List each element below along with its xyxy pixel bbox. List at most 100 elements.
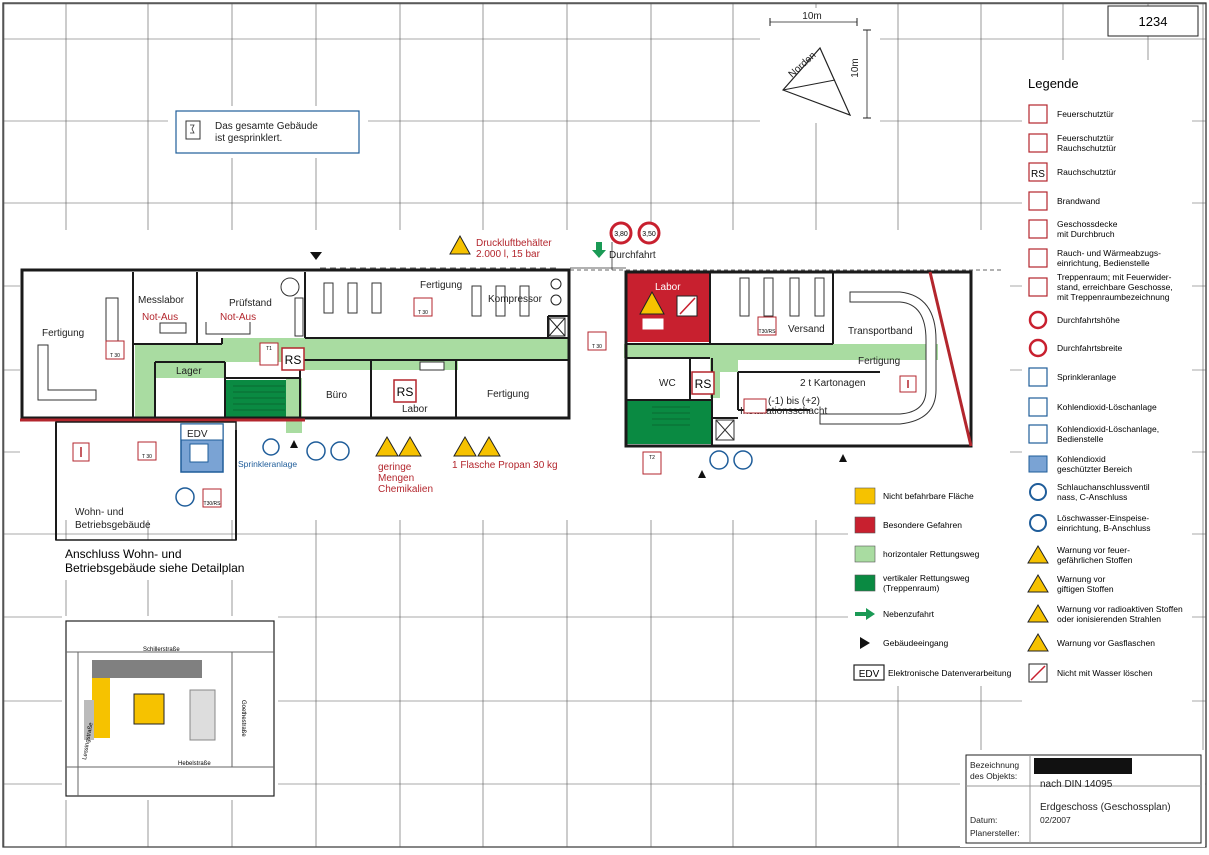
room-labor-mid: Labor bbox=[402, 404, 428, 415]
svg-text:T30/RS: T30/RS bbox=[204, 501, 222, 507]
legend-right-0-line1: Schlauchanschlussventil bbox=[1057, 482, 1150, 492]
legend-arrow-icon bbox=[855, 608, 875, 620]
legend-left-0-line1: Nicht befahrbare Fläche bbox=[883, 491, 974, 501]
legend-left-1-line1: Besondere Gefahren bbox=[883, 520, 962, 530]
wohn-line1: Wohn- und bbox=[75, 507, 124, 518]
legend-item-5: Rauch- und Wärmeabzugs-einrichtung, Bedi… bbox=[1028, 248, 1161, 268]
legend-right-2-line2: gefährlichen Stoffen bbox=[1057, 555, 1133, 565]
room-lager: Lager bbox=[176, 366, 202, 377]
svg-text:RS: RS bbox=[695, 377, 712, 391]
legend-edv-text: EDV bbox=[859, 669, 880, 680]
chem-line1: geringe bbox=[378, 462, 412, 473]
legend-door-icon bbox=[1028, 219, 1048, 239]
room-versand: Versand bbox=[788, 324, 825, 335]
legend-left-item-3: vertikaler Rettungsweg(Treppenraum) bbox=[854, 573, 970, 593]
legend-sign-icon bbox=[1028, 310, 1048, 330]
annex-line2: Betriebsgebäude siehe Detailplan bbox=[65, 561, 244, 575]
legend-left-item-2: horizontaler Rettungsweg bbox=[854, 545, 980, 563]
svg-text:T1: T1 bbox=[266, 346, 272, 352]
legend-item-10: Kohlendioxid-Löschanlage bbox=[1028, 397, 1157, 417]
annex-line1: Anschluss Wohn- und bbox=[65, 547, 182, 561]
legend-right-6-line1: Nicht mit Wasser löschen bbox=[1057, 668, 1153, 678]
legend-item-6-line3: mit Treppenraumbezeichnung bbox=[1057, 292, 1170, 302]
room-messlabor: Messlabor bbox=[138, 295, 185, 306]
room-wc: WC bbox=[659, 378, 676, 389]
legend-item-7: Durchfahrtshöhe bbox=[1028, 310, 1120, 330]
legend-item-6-line2: stand, erreichbare Geschosse, bbox=[1057, 282, 1173, 292]
legend-item-12-line1: Kohlendioxid bbox=[1057, 454, 1106, 464]
north-arrow-icon bbox=[781, 46, 852, 117]
legend-left-item-5: Gebäudeeingang bbox=[860, 637, 949, 649]
legend-rs-icon bbox=[1028, 162, 1048, 182]
room-fertigung-center: Fertigung bbox=[487, 389, 529, 400]
room-kompressor: Kompressor bbox=[488, 294, 543, 305]
legend-item-11: Kohlendioxid-Löschanlage,Bedienstelle bbox=[1028, 424, 1159, 444]
druckluft-line2: 2.000 l, 15 bar bbox=[476, 249, 541, 260]
legend-item-0: Feuerschutztür bbox=[1028, 104, 1114, 124]
legend-item-4-line2: mit Durchbruch bbox=[1057, 229, 1115, 239]
svg-text:T2: T2 bbox=[649, 455, 655, 461]
sprinkler-note-line1: Das gesamte Gebäude bbox=[215, 121, 318, 132]
shaft-line1: (-1) bis (+2) bbox=[768, 396, 820, 407]
tb-floor: Erdgeschoss (Geschossplan) bbox=[1040, 802, 1171, 813]
room-fertigung-mid: Fertigung bbox=[420, 280, 462, 291]
not-aus-2: Not-Aus bbox=[220, 312, 256, 323]
legend-door-icon bbox=[1028, 191, 1048, 211]
legend-warning-icon bbox=[1027, 574, 1049, 593]
sprinkler-note-box bbox=[175, 110, 360, 154]
passage-limit-signs: 3,80 3,50 bbox=[609, 221, 661, 245]
room-kartonagen: 2 t Kartonagen bbox=[800, 378, 866, 389]
legend-item-8-line1: Durchfahrtsbreite bbox=[1057, 343, 1122, 353]
legend-door-icon bbox=[1028, 133, 1048, 153]
legend-co2-area-icon bbox=[1028, 455, 1048, 473]
stairwell-east bbox=[626, 400, 712, 444]
room-labels: Fertigung Messlabor Not-Aus Prüfstand No… bbox=[42, 280, 913, 531]
sprinkler-icon bbox=[185, 120, 201, 140]
svg-text:RS: RS bbox=[285, 353, 302, 367]
legend-item-3-line1: Brandwand bbox=[1057, 196, 1100, 206]
legend-left-3-line1: vertikaler Rettungsweg bbox=[883, 573, 970, 583]
legend-valve-icon bbox=[1029, 483, 1047, 501]
legend-item-11-line1: Kohlendioxid-Löschanlage, bbox=[1057, 424, 1159, 434]
legend-item-1-line1: Feuerschutztür bbox=[1057, 133, 1114, 143]
svg-text:T 30: T 30 bbox=[592, 344, 602, 350]
svg-text:T 30: T 30 bbox=[142, 454, 152, 460]
street-east: Goethestraße bbox=[240, 700, 246, 737]
legend-item-6-line1: Treppenraum; mit Feuerwider- bbox=[1057, 272, 1172, 282]
legend-item-10-line1: Kohlendioxid-Löschanlage bbox=[1057, 402, 1157, 412]
legend-right-2-line1: Warnung vor feuer- bbox=[1057, 545, 1130, 555]
width-limit: 3,50 bbox=[642, 231, 656, 238]
legend-title: Legende bbox=[1028, 76, 1079, 91]
legend-door-icon bbox=[1028, 248, 1048, 268]
legend-rs-text: RS bbox=[1031, 169, 1045, 180]
svg-text:RS: RS bbox=[397, 385, 414, 399]
tb-planer-label: Planersteller: bbox=[970, 828, 1020, 838]
legend-item-4-line1: Geschossdecke bbox=[1057, 219, 1118, 229]
building-entrances bbox=[290, 252, 847, 478]
legend-left-item-0: Nicht befahrbare Fläche bbox=[854, 487, 974, 505]
durchfahrt-label: Durchfahrt bbox=[609, 250, 656, 261]
passage-road bbox=[320, 242, 1004, 271]
room-labor-east: Labor bbox=[655, 282, 681, 293]
legend-item-6: Treppenraum; mit Feuerwider-stand, errei… bbox=[1028, 272, 1173, 302]
access-arrow-icon bbox=[592, 242, 606, 258]
legend-door-icon bbox=[1028, 104, 1048, 124]
redacted-object-name bbox=[1034, 758, 1132, 774]
legend-blue-icon bbox=[1028, 397, 1048, 417]
legend-item-12-line2: geschützter Bereich bbox=[1057, 464, 1132, 474]
legend-right-5-line1: Warnung vor Gasflaschen bbox=[1057, 638, 1155, 648]
legend-left-6-line1: Elektronische Datenverarbeitung bbox=[888, 668, 1012, 678]
fire-wall-line-east bbox=[928, 271, 973, 447]
plan-number: 1234 bbox=[1139, 14, 1168, 29]
legend-item-0-line1: Feuerschutztür bbox=[1057, 109, 1114, 119]
chem-line2: Mengen bbox=[378, 473, 414, 484]
legend-warning-icon bbox=[1027, 633, 1049, 652]
sprinkler-label: Sprinkleranlage bbox=[238, 459, 297, 469]
edv-label: EDV bbox=[187, 429, 208, 440]
legend-right-item-5: Warnung vor Gasflaschen bbox=[1027, 633, 1155, 652]
druckluft-line1: Druckluftbehälter bbox=[476, 238, 552, 249]
